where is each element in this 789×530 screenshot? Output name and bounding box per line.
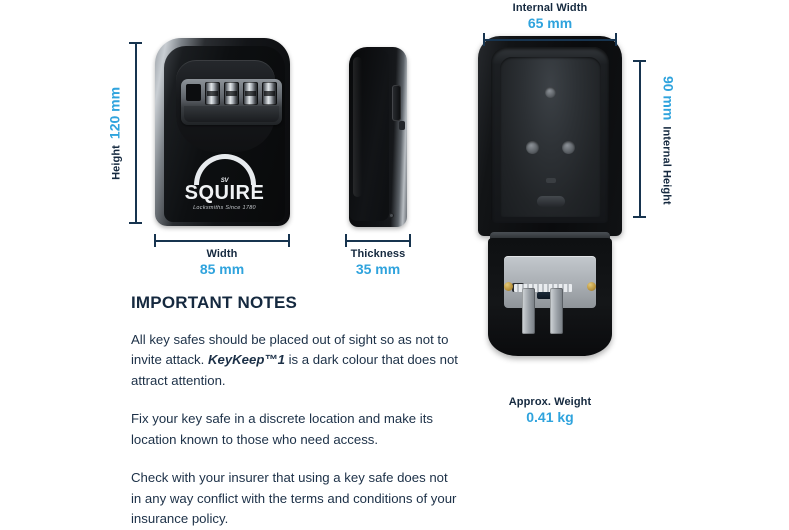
thickness-label-name: Thickness	[350, 248, 406, 260]
internal-width-label-value: 65 mm	[527, 14, 573, 31]
logo-tagline: Locksmiths Since 1780	[193, 205, 256, 211]
height-dimension-label: Height 120 mm	[107, 68, 124, 198]
note-1-text-before: All key safes should be placed out of si…	[131, 332, 449, 368]
thickness-dimension-label: Thickness 35 mm	[330, 248, 426, 277]
thickness-label-value: 35 mm	[355, 260, 401, 277]
safe-side-highlight	[353, 57, 362, 197]
weight-label-name: Approx. Weight	[508, 396, 592, 408]
combination-wheel	[243, 82, 258, 105]
width-label-name: Width	[206, 248, 238, 260]
safe-interior-cavity	[500, 57, 601, 217]
internal-width-label-name: Internal Width	[512, 2, 588, 14]
weight-label: Approx. Weight 0.41 kg	[470, 396, 630, 425]
key-safe-open-view-image	[470, 36, 630, 366]
height-label-value: 120 mm	[106, 86, 123, 140]
note-1-text-after: is a dark colour that does not attract a…	[131, 352, 458, 388]
safe-side-body	[349, 47, 407, 227]
combination-wheel	[205, 82, 220, 105]
shackle-arm	[550, 288, 563, 334]
squire-logo: SV SQUIRE Locksmiths Since 1780	[164, 154, 285, 211]
shackle-arm	[522, 288, 535, 334]
height-dimension-rule	[129, 42, 142, 224]
mounting-hole	[526, 141, 539, 154]
note-paragraph-3: Check with your insurer that using a key…	[131, 470, 457, 527]
logo-badge-label: SV	[220, 178, 229, 184]
combination-lock-housing	[181, 79, 282, 125]
mounting-hole	[545, 87, 556, 98]
safe-lid-rim	[491, 47, 609, 223]
interior-tab	[545, 178, 556, 183]
height-label-name: Height	[110, 145, 123, 180]
safe-side-front-face	[349, 50, 389, 221]
brass-bolt	[587, 282, 596, 291]
width-label-value: 85 mm	[199, 260, 245, 277]
brass-bolt	[504, 282, 513, 291]
thickness-dimension-rule	[345, 234, 411, 247]
width-dimension-label: Width 85 mm	[154, 248, 290, 277]
internal-height-label-name: Internal Height	[660, 126, 673, 205]
reset-window	[186, 84, 201, 101]
notes-heading: IMPORTANT NOTES	[131, 293, 298, 312]
safe-side-notch	[399, 121, 405, 130]
safe-open-base	[488, 238, 612, 356]
note-paragraph-2: Fix your key safe in a discrete location…	[131, 411, 433, 447]
safe-side-screw	[389, 213, 394, 218]
safe-side-shackle	[392, 85, 401, 121]
internal-height-label-value: 90 mm	[660, 75, 677, 121]
key-safe-side-view-image	[349, 47, 407, 227]
weight-label-value: 0.41 kg	[526, 408, 574, 425]
safe-open-lid	[478, 36, 622, 236]
internal-height-dimension-rule	[633, 60, 646, 218]
width-dimension-rule	[154, 234, 290, 247]
safe-front-face: SV SQUIRE Locksmiths Since 1780	[164, 46, 285, 222]
lock-shroud	[184, 106, 279, 122]
internal-height-dimension-label: 90 mm Internal Height	[660, 65, 677, 215]
logo-arc-icon: SV	[193, 154, 256, 185]
note-paragraph-1: All key safes should be placed out of si…	[131, 330, 461, 391]
logo-wordmark: SQUIRE	[184, 182, 265, 204]
latch-slot	[536, 196, 565, 207]
combination-wheels	[205, 82, 277, 105]
internal-width-dimension-label: Internal Width 65 mm	[470, 2, 630, 31]
mounting-hole	[562, 141, 575, 154]
keykeep-brand-name: KeyKeep™1	[207, 352, 285, 368]
important-notes-section: IMPORTANT NOTES All key safes should be …	[131, 293, 461, 530]
combination-wheel	[224, 82, 239, 105]
key-safe-front-view-image: SV SQUIRE Locksmiths Since 1780	[155, 38, 290, 226]
combination-wheel	[262, 82, 277, 105]
lock-mechanism-slot	[514, 284, 572, 292]
internal-width-dimension-rule	[483, 33, 617, 46]
